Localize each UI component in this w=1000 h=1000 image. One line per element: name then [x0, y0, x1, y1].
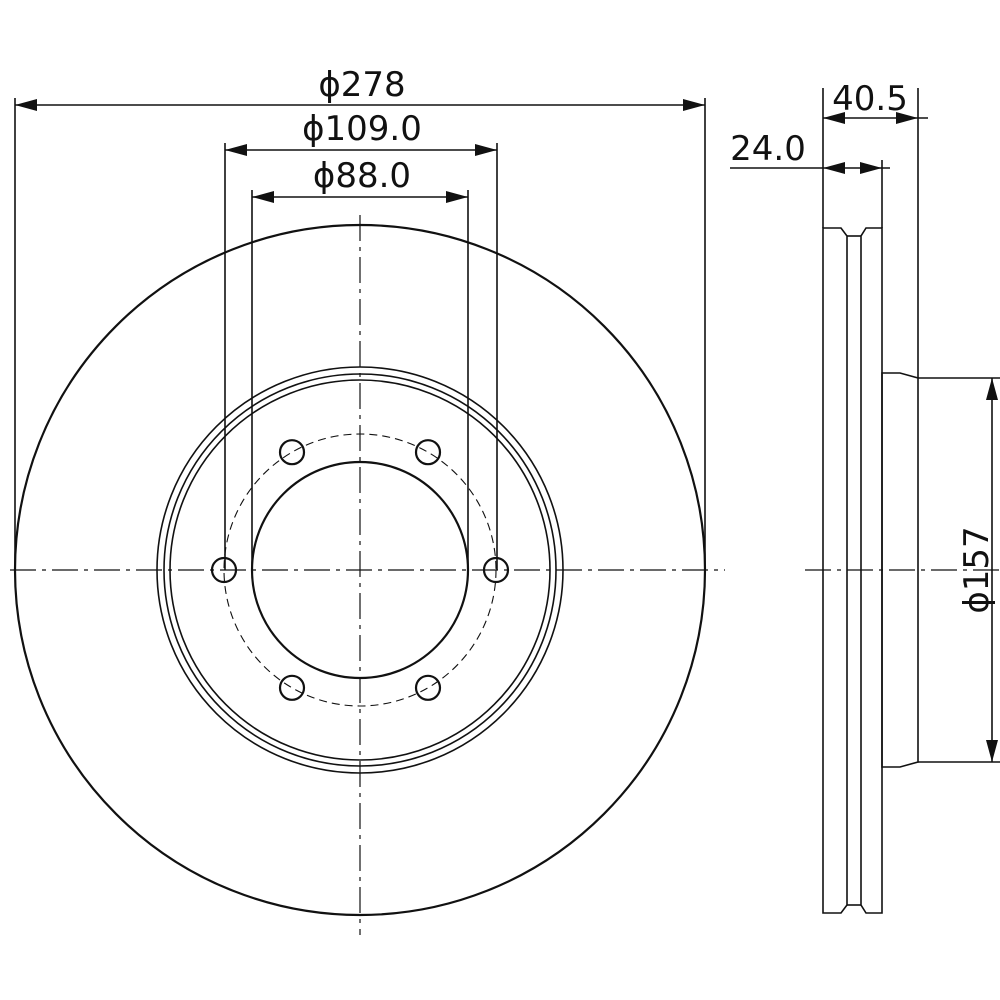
bolt-circle-dimension: ϕ109.0: [224, 109, 498, 570]
center-bore-label: ϕ88.0: [313, 156, 411, 196]
disc-thickness-label: 24.0: [730, 129, 806, 169]
bolt-hole: [482, 556, 510, 584]
bolt-circle: [223, 433, 497, 707]
hat-diameter-label: ϕ157: [957, 526, 997, 613]
hat-ring-3: [169, 379, 551, 761]
bolt-hole: [414, 439, 442, 466]
bolt-holes: [210, 439, 510, 701]
bolt-hole: [414, 674, 442, 701]
bolt-hole: [278, 439, 306, 466]
center-bore-dimension: ϕ88.0: [251, 156, 469, 570]
hat-outer-ring: [156, 366, 564, 774]
bolt-hole: [278, 674, 306, 701]
front-view: [10, 215, 725, 935]
disc-thickness-dimension: 24.0: [730, 129, 890, 228]
bolt-circle-label: ϕ109.0: [302, 109, 422, 149]
hat-ring-2: [163, 373, 557, 767]
total-height-dimension: 40.5: [822, 79, 928, 378]
bolt-hole: [210, 556, 238, 584]
hat-diameter-dimension: ϕ157: [918, 377, 1000, 763]
outer-diameter-label: ϕ278: [318, 65, 405, 105]
outer-diameter-dimension: ϕ278: [14, 65, 706, 570]
total-height-label: 40.5: [832, 79, 908, 119]
